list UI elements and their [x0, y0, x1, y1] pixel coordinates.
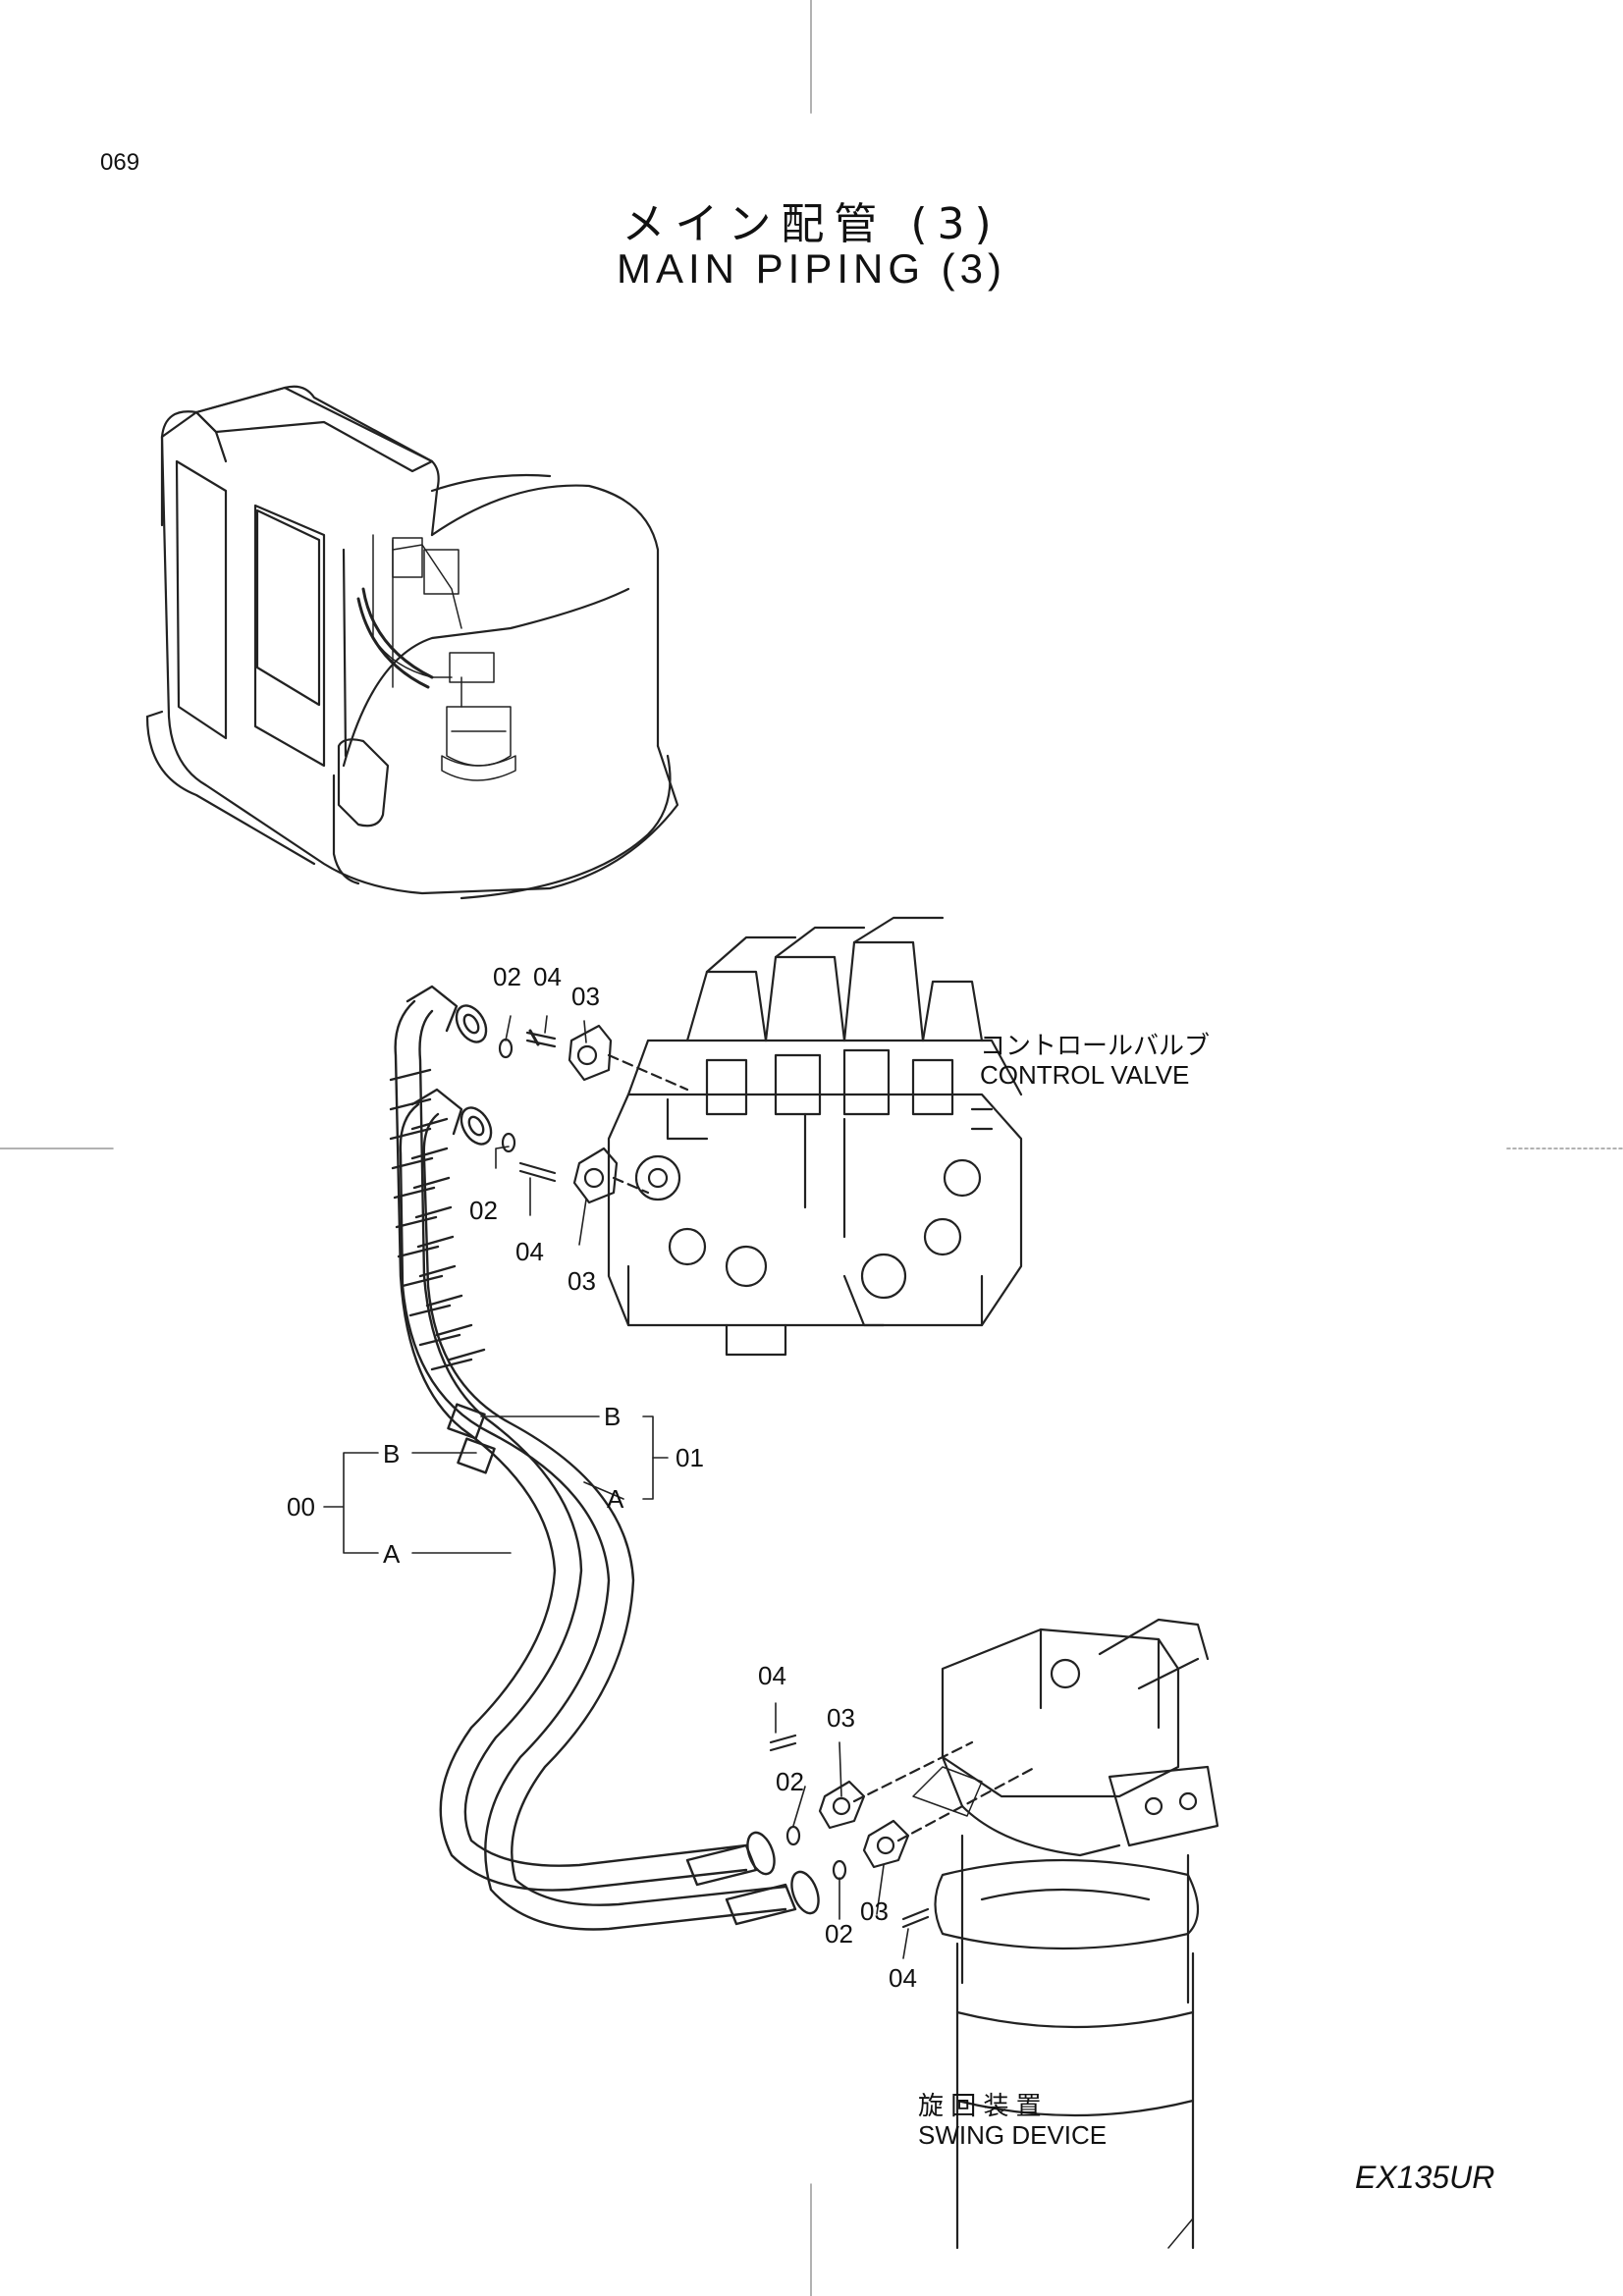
callout-o-ring: 02 [469, 1196, 498, 1225]
control-valve-label-jp: コントロールバルブ [980, 1031, 1211, 1060]
page-title-en: MAIN PIPING (3) [616, 245, 1007, 292]
page-title-jp: メイン配管 (3) [622, 199, 1001, 249]
excavator-overview [145, 385, 679, 900]
callout-o-ring: 02 [493, 962, 521, 991]
callout-bolt: 04 [889, 1963, 917, 1993]
callout-flange: 03 [860, 1896, 889, 1926]
callout-hose-b-upper: B [604, 1402, 622, 1431]
control-valve-drawing [607, 916, 1023, 1357]
callout-bolt: 04 [515, 1237, 544, 1266]
callout-assembly-01: 01 [676, 1443, 704, 1472]
model-number: EX135UR [1355, 2160, 1495, 2195]
bottom-connection-parts [769, 1734, 1038, 1929]
swing-device-label-en: SWING DEVICE [918, 2120, 1108, 2150]
callout-hose-a-lower: A [383, 1539, 401, 1569]
callout-bolt: 04 [758, 1661, 786, 1690]
top-connection-parts [498, 1024, 689, 1204]
callout-hose-b-lower: B [383, 1439, 401, 1468]
callout-flange: 03 [827, 1703, 855, 1733]
leader-lines [323, 1015, 958, 2062]
callout-o-ring: 02 [776, 1767, 804, 1796]
callout-o-ring: 02 [825, 1919, 853, 1949]
callout-bolt: 04 [533, 962, 562, 991]
hose-assembly [389, 985, 820, 1931]
callout-assembly-00: 00 [287, 1492, 315, 1522]
swing-device-label-jp: 旋 回 装 置 [918, 2091, 1042, 2120]
callout-flange: 03 [571, 982, 600, 1011]
callout-flange: 03 [568, 1266, 596, 1296]
swing-device-drawing [912, 1618, 1219, 2250]
callout-hose-a-upper: A [607, 1484, 624, 1514]
control-valve-label-en: CONTROL VALVE [980, 1060, 1190, 1090]
page-number: 069 [100, 149, 140, 176]
